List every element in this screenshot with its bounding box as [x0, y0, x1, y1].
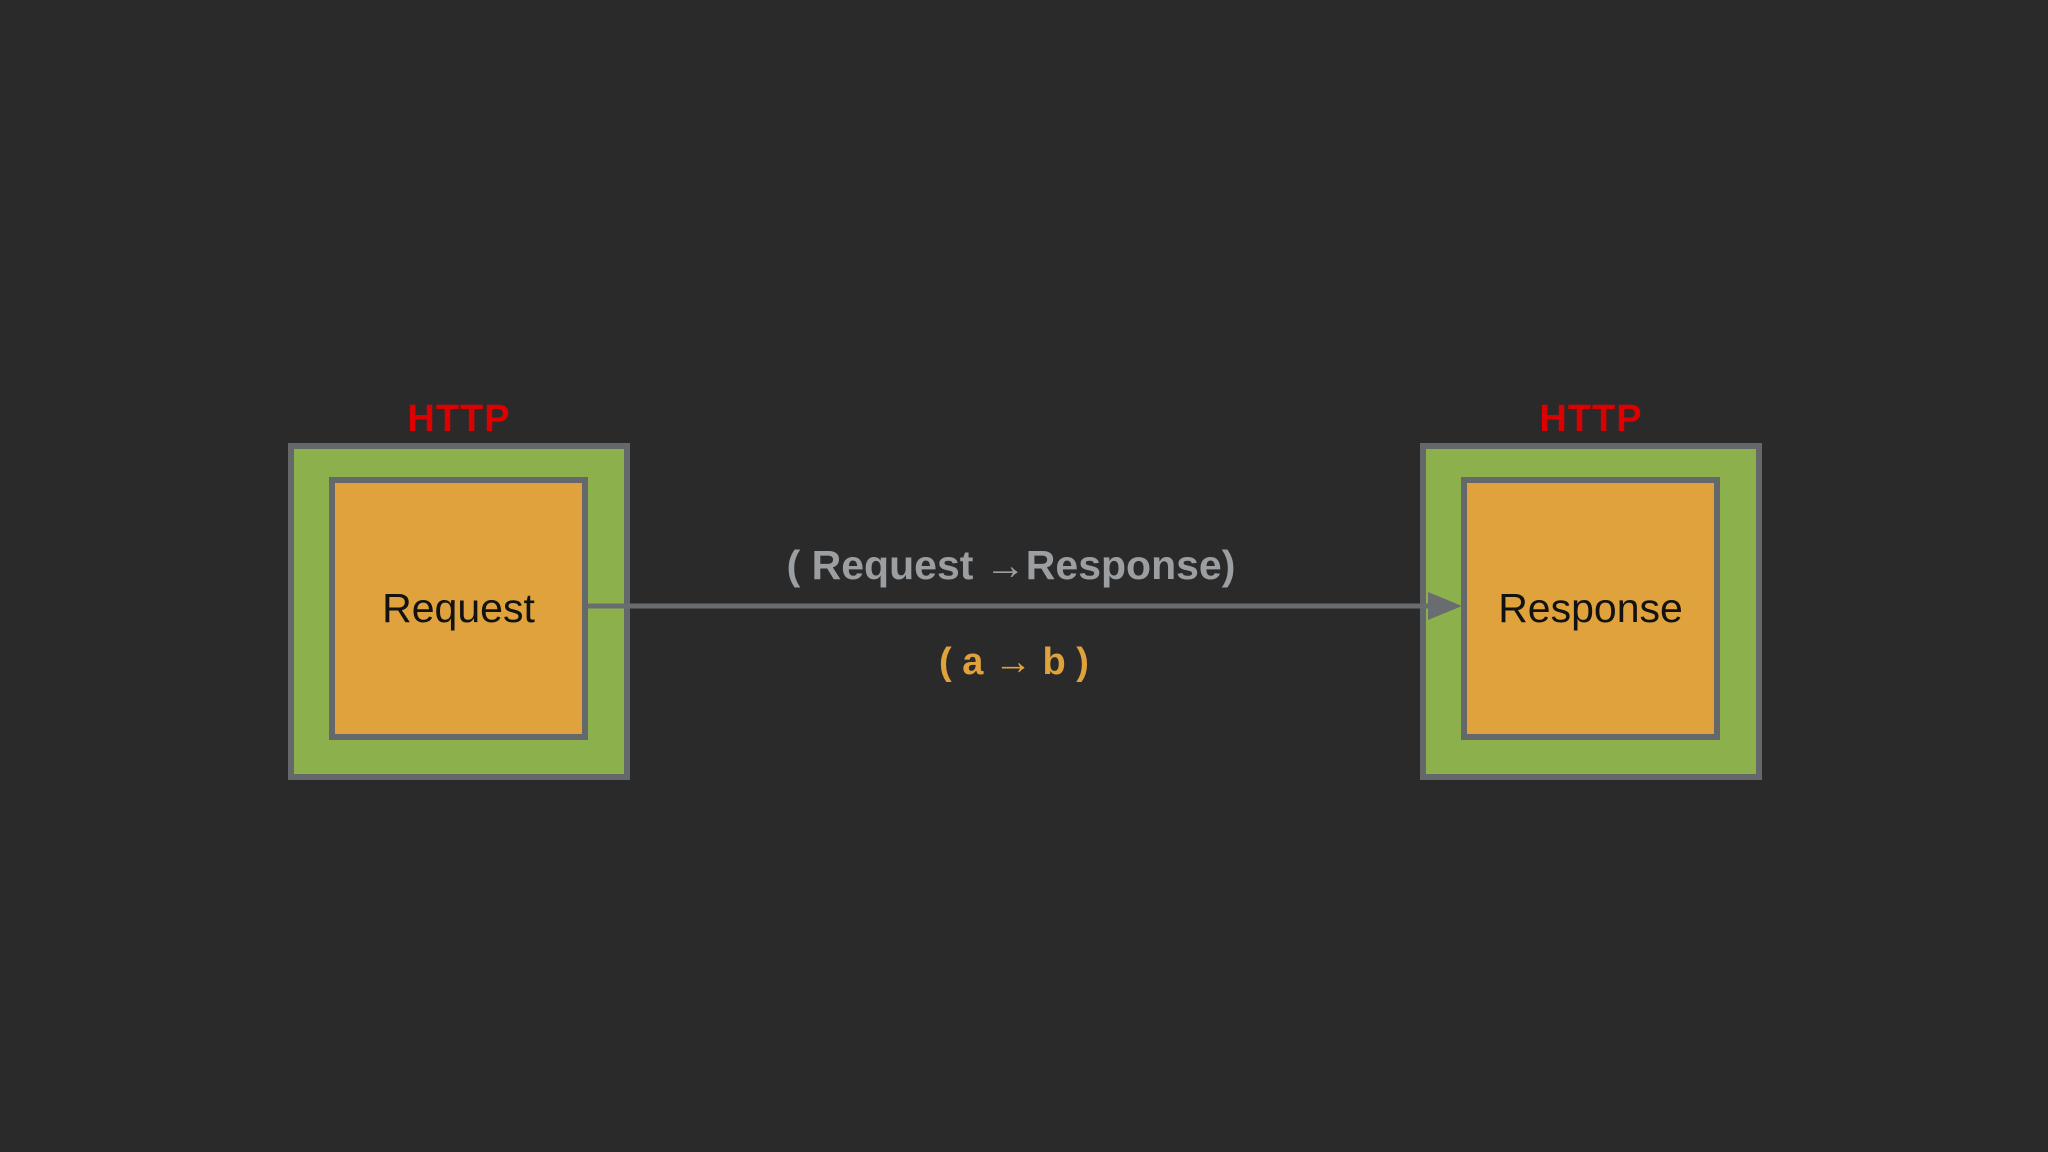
edge-label-primary: ( Request →Response)	[786, 542, 1236, 588]
request-node-label: Request	[382, 585, 535, 631]
edge-label-secondary: ( a → b )	[939, 641, 1089, 683]
request-node: Request	[329, 477, 588, 740]
response-protocol-label: HTTP	[1539, 398, 1643, 440]
response-node: Response	[1461, 477, 1720, 740]
request-protocol-label: HTTP	[407, 398, 511, 440]
response-node-label: Response	[1498, 585, 1683, 631]
